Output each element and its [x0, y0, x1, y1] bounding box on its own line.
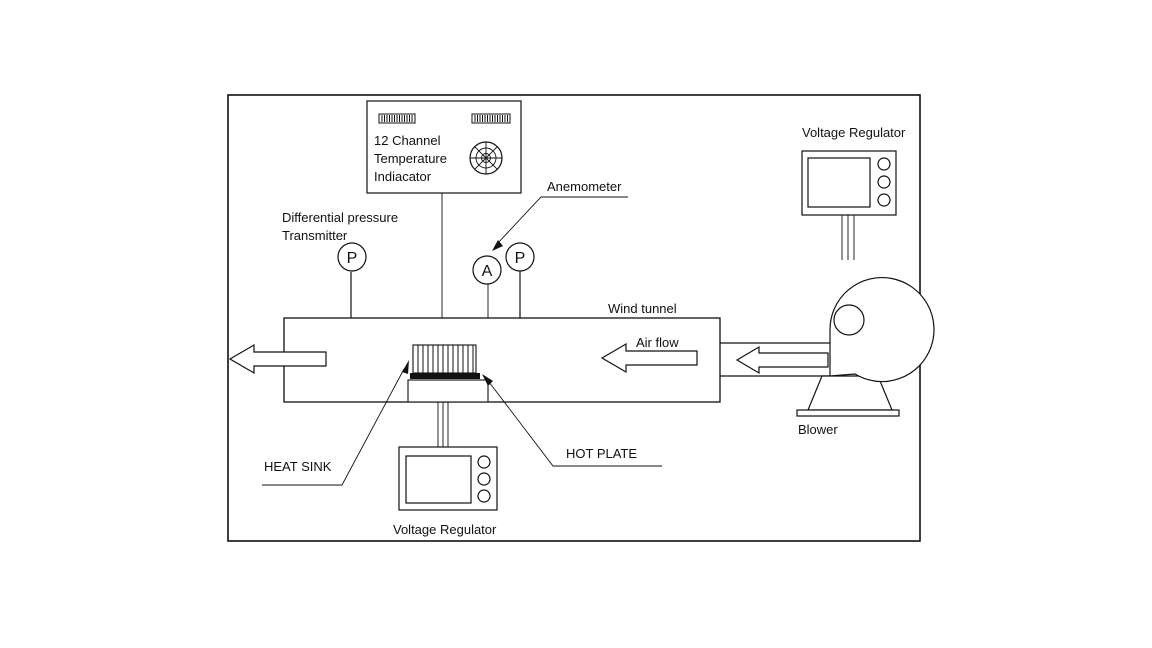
anemometer-gauge: A: [472, 255, 502, 285]
channel-selector-dial-icon: [469, 141, 503, 175]
voltage-regulator-top-knob-1: [877, 157, 891, 171]
blower-housing: [829, 276, 935, 383]
exit-flow-arrow: [228, 343, 327, 375]
hot-plate-base: [407, 379, 489, 403]
temperature-indicator: 12 Channel Temperature Indiacator: [366, 100, 522, 194]
voltage-regulator-bottom-label: Voltage Regulator: [393, 522, 497, 537]
heat-sink-label: HEAT SINK: [264, 459, 332, 474]
hot-plate-label: HOT PLATE: [566, 446, 637, 461]
wind-tunnel-label: Wind tunnel: [608, 301, 677, 316]
hot-plate: [410, 373, 480, 379]
anemometer-label: Anemometer: [547, 179, 622, 194]
blower: [796, 276, 935, 417]
indicator-label-line2: Temperature: [374, 151, 447, 166]
voltage-regulator-bottom-knob-2: [477, 472, 491, 486]
heat-sink: [412, 344, 477, 374]
pressure-transmitter-label-line1: Differential pressure: [282, 210, 398, 225]
pressure-transmitter-label-line2: Transmitter: [282, 228, 348, 243]
heat-sink-leader: [262, 360, 409, 486]
hot-plate-power-cables: [437, 402, 449, 447]
voltage-regulator-bottom-knob-1: [477, 455, 491, 469]
indicator-label-line1: 12 Channel: [374, 133, 441, 148]
voltage-regulator-top-label: Voltage Regulator: [802, 125, 906, 140]
anemometer-leader: [492, 196, 628, 251]
blower-power-cables: [841, 215, 855, 260]
inlet-flow-arrow: [735, 345, 829, 375]
pressure-gauge-upstream-symbol: P: [347, 250, 358, 267]
blower-base-plate: [796, 409, 900, 417]
voltage-regulator-top: [801, 150, 897, 216]
blower-hub: [833, 304, 865, 336]
indicator-display-right-icon: [471, 113, 511, 124]
voltage-regulator-top-knob-2: [877, 175, 891, 189]
indicator-label-line3: Indiacator: [374, 169, 432, 184]
indicator-display-left-icon: [378, 113, 416, 124]
air-flow-label: Air flow: [636, 335, 679, 350]
voltage-regulator-top-screen: [807, 157, 871, 208]
air-flow-arrow: [600, 342, 698, 374]
voltage-regulator-bottom: [398, 446, 498, 511]
blower-inlet-duct: [720, 342, 830, 377]
anemometer-gauge-symbol: A: [482, 263, 493, 280]
pressure-gauge-upstream: P: [337, 242, 367, 318]
blower-label: Blower: [798, 422, 838, 437]
voltage-regulator-bottom-knob-3: [477, 489, 491, 503]
voltage-regulator-top-knob-3: [877, 193, 891, 207]
voltage-regulator-bottom-screen: [405, 455, 472, 504]
hot-plate-leader: [482, 374, 662, 467]
pressure-gauge-downstream: P: [505, 242, 535, 318]
pressure-gauge-downstream-symbol: P: [515, 250, 526, 267]
